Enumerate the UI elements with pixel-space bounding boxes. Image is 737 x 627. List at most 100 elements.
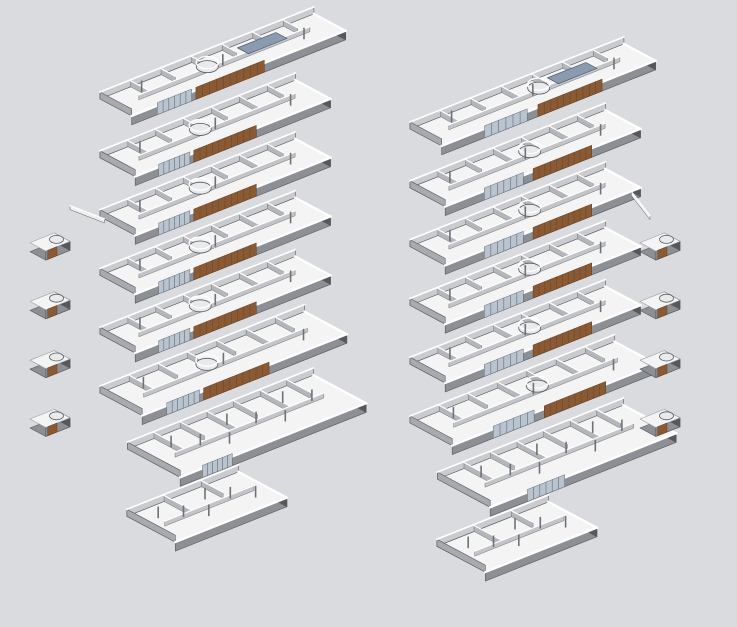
partition-cap (492, 324, 514, 337)
partition-cap (210, 106, 229, 117)
wall-cap (98, 248, 297, 329)
partition-cap (157, 362, 179, 375)
wall-cap (547, 500, 599, 530)
pavilion-curved-room (659, 352, 674, 362)
curved-atrium-cap (518, 258, 542, 272)
wall-cap (436, 397, 625, 474)
pavilion-curved-room (49, 352, 64, 362)
partition-cap (437, 228, 459, 241)
partition-cap (206, 410, 238, 428)
partition-cap (492, 265, 514, 278)
side-wall (99, 150, 136, 177)
partition-cap (548, 184, 570, 197)
partition-cap (464, 335, 483, 346)
wall-cap (98, 72, 297, 152)
floor-level-3 (29, 130, 332, 261)
side-wall (409, 356, 446, 384)
corridor-cap (142, 326, 309, 394)
wall-cap (125, 463, 240, 511)
partition-cap (285, 378, 312, 394)
side-wall (409, 239, 446, 266)
partition-cap (595, 408, 622, 424)
wall-cap (312, 12, 348, 33)
curved-atrium-cap (188, 177, 212, 191)
partition-cap (238, 271, 260, 284)
corridor-cap (163, 484, 255, 522)
wall-cap (408, 333, 616, 418)
pavilion-curved-room (49, 411, 64, 421)
wall-cap (311, 373, 368, 405)
partition-cap (576, 231, 595, 243)
partition-cap (437, 169, 459, 182)
partition-cap (492, 206, 514, 219)
curved-atrium-cap (518, 199, 542, 214)
floor-level-6 (29, 303, 349, 437)
wall-cap (126, 367, 315, 444)
floor-level-1 (98, 5, 348, 126)
corridor-cap (138, 92, 296, 157)
curved-atrium-wall (518, 321, 542, 335)
partition-cap (210, 224, 229, 235)
side-wall (99, 268, 136, 295)
pavilion-timber (47, 364, 58, 378)
wall-cap (488, 431, 678, 509)
partition-cap (274, 316, 296, 329)
side-wall (127, 441, 181, 478)
partition-cap (576, 114, 595, 125)
partition-cap (154, 305, 173, 316)
pavilion-timber (657, 422, 668, 436)
partition-cap (154, 187, 173, 198)
pavilion-curved-room (659, 293, 674, 303)
partition-cap (282, 19, 299, 29)
partition-cap (548, 301, 570, 314)
wall-cap (293, 137, 332, 160)
partition-cap (437, 346, 459, 359)
pavilion-timber (47, 305, 58, 319)
curved-atrium-cap (518, 317, 542, 331)
curved-atrium-wall (188, 240, 212, 254)
corridor-cap (138, 210, 296, 274)
pavilion-timber (47, 422, 58, 436)
side-wall (99, 209, 136, 236)
partition-cap (555, 358, 581, 373)
partition-cap (266, 143, 285, 154)
partition-cap (238, 154, 260, 167)
corridor-cap (138, 151, 296, 215)
wall-cap (408, 278, 607, 359)
floor-level-2 (98, 72, 332, 186)
wall-cap (603, 226, 642, 248)
floor-level-3 (408, 160, 681, 275)
partition-cap (200, 479, 224, 494)
partition-cap (464, 276, 483, 287)
floor-level-4 (29, 189, 332, 320)
curved-atrium-cap (195, 55, 220, 70)
floor-level-8 (435, 493, 599, 582)
side-wall (409, 180, 446, 207)
partition-cap (548, 125, 570, 138)
floor-level-8 (125, 463, 289, 552)
floor-level-5 (408, 278, 681, 393)
partition-cap (128, 374, 154, 389)
partition-cap (470, 97, 487, 108)
partition-cap (437, 287, 459, 300)
partition-cap (266, 84, 285, 95)
wall-cap (408, 219, 607, 300)
wall-cap (293, 255, 332, 277)
partition-cap (492, 147, 514, 160)
curved-atrium-cap (525, 375, 549, 389)
partition-cap (127, 198, 149, 211)
roof-skylight (547, 62, 598, 84)
floor-level-1 (408, 35, 658, 156)
partition-cap (576, 173, 595, 184)
sky-bridge-rail (69, 204, 106, 220)
curved-atrium-wall (525, 379, 549, 393)
curved-atrium-wall (188, 122, 212, 136)
curved-atrium-cap (188, 236, 212, 250)
wall-cap (293, 78, 332, 101)
corridor-cap (473, 514, 565, 552)
curved-atrium-wall (188, 299, 212, 313)
floor-level-5 (29, 248, 332, 379)
side-wall (99, 385, 143, 416)
partition-cap (542, 429, 569, 445)
